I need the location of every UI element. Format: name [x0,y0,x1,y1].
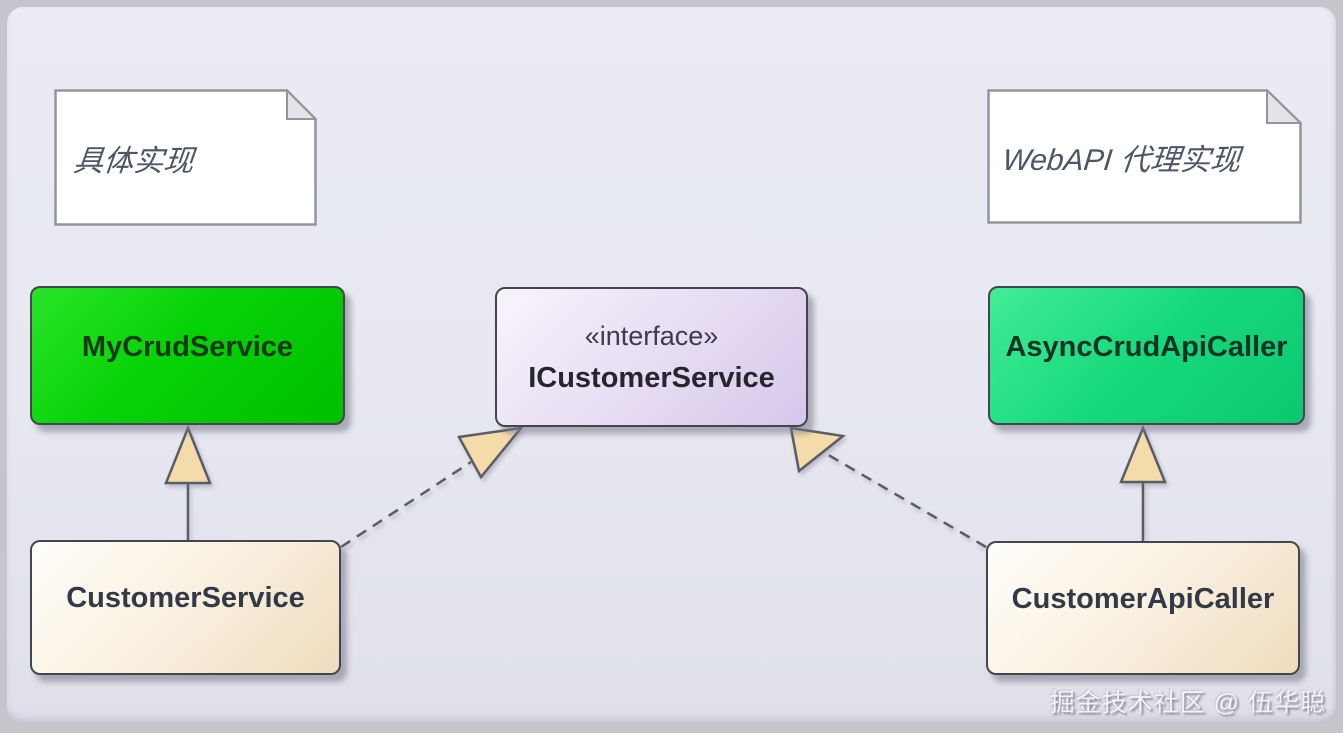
note-webapi-proxy-implementation: WebAPI 代理实现 [987,89,1302,224]
realization-arrowhead-left [457,426,525,480]
note-text: WebAPI 代理实现 [1000,143,1243,177]
class-name: MyCrudService [81,331,294,363]
note-text: 具体实现 [71,144,196,178]
class-name: CustomerService [66,582,305,614]
watermark: 掘金技术社区 @ 伍华聪 [1049,689,1326,717]
class-async-crud-api-caller: AsyncCrudApiCaller [988,286,1305,425]
class-customer-api-caller: CustomerApiCaller [986,541,1300,675]
interface-icustomer-service: «interface» ICustomerService [495,287,808,427]
generalization-arrowhead-left [164,424,212,485]
interface-stereotype: «interface» [584,321,719,351]
note-shape [987,89,1302,224]
realization-line-left [340,460,472,549]
class-name: AsyncCrudApiCaller [1005,331,1288,363]
class-name: CustomerApiCaller [1011,583,1275,615]
connector-layer [164,424,1167,549]
realization-arrowhead-right [789,426,847,474]
class-my-crud-service: MyCrudService [30,286,345,425]
class-name: ICustomerService [528,362,775,394]
diagram-canvas: 具体实现 WebAPI 代理实现 MyCrudService «interfac… [7,7,1336,723]
note-concrete-implementation: 具体实现 [54,89,317,226]
class-customer-service: CustomerService [30,540,341,675]
note-shape [54,89,317,226]
realization-line-right [824,451,987,549]
generalization-arrowhead-right [1119,424,1167,484]
